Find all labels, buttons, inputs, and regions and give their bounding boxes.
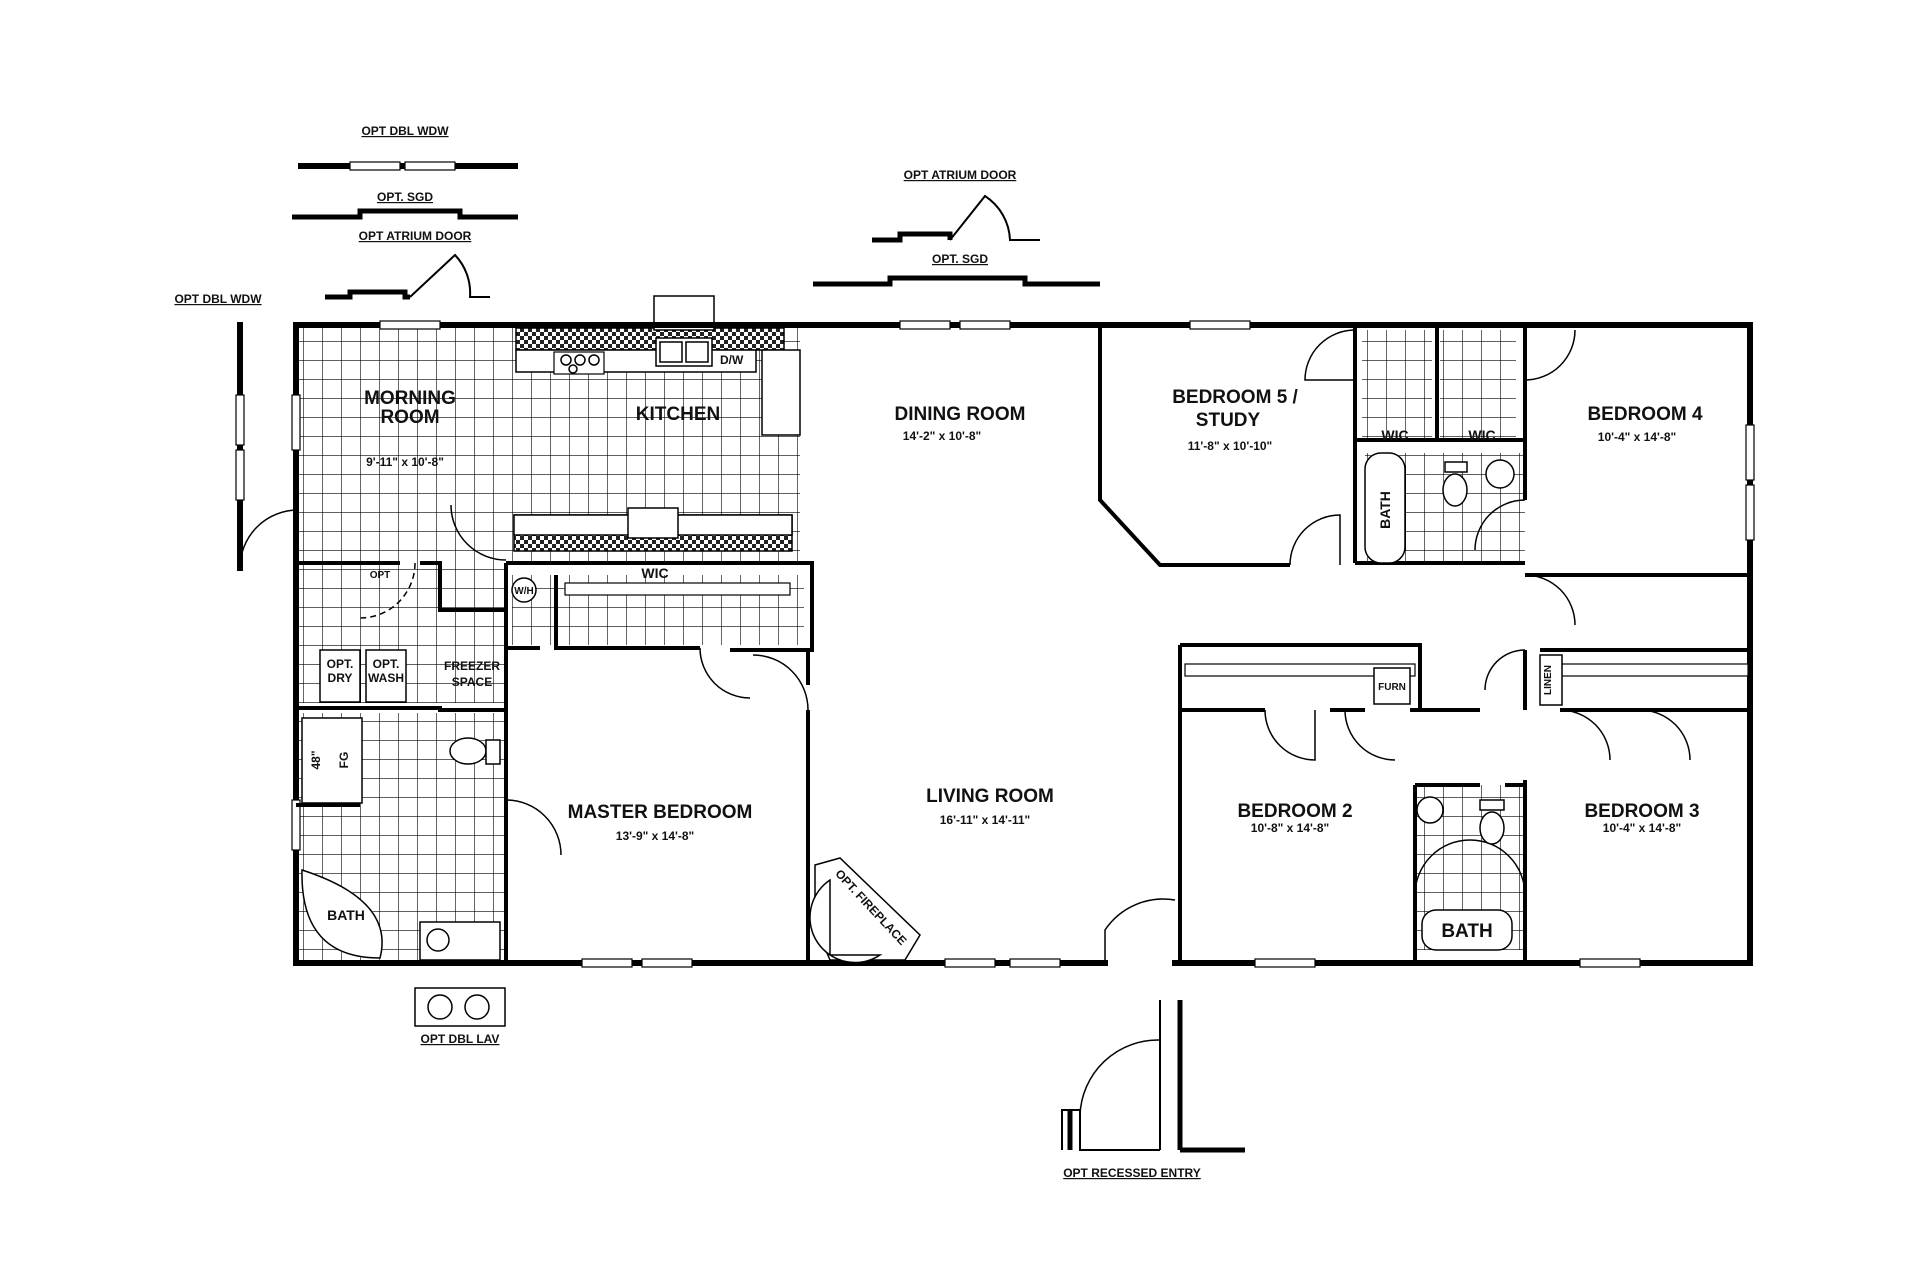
bedroom5-label: BEDROOM 5 / [1172, 387, 1298, 408]
opt-dbl-lav-label: OPT DBL LAV [421, 1032, 500, 1046]
interior-walls [296, 325, 1750, 963]
wic-label-bedroom4: WIC [1468, 427, 1495, 443]
bath-label-hall: BATH [1377, 491, 1393, 529]
morning-room-size: 9'-11" x 10'-8" [366, 455, 444, 469]
freezer-label-2: SPACE [452, 675, 492, 689]
windows [291, 320, 1755, 968]
sink-icon [655, 337, 713, 367]
opt-atrium-door-center-label: OPT ATRIUM DOOR [904, 168, 1017, 182]
opt-sgd-center: OPT. SGD [813, 252, 1100, 287]
bedroom3-label: BEDROOM 3 [1584, 801, 1699, 822]
opt-dbl-wdw-top: OPT DBL WDW [298, 124, 518, 171]
opt-sgd-left: OPT. SGD [292, 190, 518, 220]
bedroom5-size: 11'-8" x 10'-10" [1188, 439, 1272, 453]
morning-room-label: MORNING [364, 388, 456, 409]
dining-room-size: 14'-2" x 10'-8" [903, 429, 981, 443]
opt-dbl-wdw-top-label: OPT DBL WDW [361, 124, 449, 138]
furnace-label: FURN [1378, 682, 1406, 693]
opt-dbl-lav: OPT DBL LAV [414, 987, 506, 1046]
opt-dbl-wdw-left-label: OPT DBL WDW [174, 292, 262, 306]
shower-size-label: 48" [309, 750, 323, 769]
opt-recessed-entry: OPT RECESSED ENTRY [1061, 1000, 1245, 1180]
opt-sgd-center-label: OPT. SGD [932, 252, 988, 266]
bath-label-bedroom2: BATH [1441, 921, 1492, 942]
range-icon [553, 351, 605, 375]
opt-recessed-entry-label: OPT RECESSED ENTRY [1063, 1166, 1201, 1180]
morning-room-label-2: ROOM [380, 407, 439, 428]
fireplace-icon [809, 857, 921, 964]
bedroom4-size: 10'-4" x 14'-8" [1598, 430, 1676, 444]
master-bedroom-size: 13'-9" x 14'-8" [616, 829, 694, 843]
bedroom5-label-2: STUDY [1196, 410, 1261, 431]
opt-dbl-wdw-left: OPT DBL WDW [174, 292, 262, 540]
bedroom2-label: BEDROOM 2 [1237, 801, 1352, 822]
living-room-label: LIVING ROOM [926, 786, 1054, 807]
living-room-size: 16'-11" x 14'-11" [940, 813, 1031, 827]
opt-label: OPT [370, 570, 391, 581]
opt-wash-label-2: WASH [368, 671, 404, 685]
master-bedroom-label: MASTER BEDROOM [568, 802, 753, 823]
fixtures [301, 452, 1563, 961]
bedroom3-size: 10'-4" x 14'-8" [1603, 821, 1681, 835]
bedroom4-label: BEDROOM 4 [1587, 404, 1703, 425]
opt-atrium-door-left-label: OPT ATRIUM DOOR [359, 229, 472, 243]
bedroom2-size: 10'-8" x 14'-8" [1251, 821, 1329, 835]
opt-dry-label-2: DRY [328, 671, 353, 685]
water-heater-label: W/H [514, 586, 533, 597]
dishwasher-label: D/W [720, 353, 744, 367]
linen-label: LINEN [1543, 665, 1554, 695]
freezer-label: FREEZER [444, 659, 500, 673]
opt-dry-label: OPT. [327, 657, 354, 671]
bath-label-master: BATH [327, 907, 365, 923]
wic-label-bedroom5: WIC [1381, 427, 1408, 443]
shower-fg-label: FG [337, 752, 351, 769]
opt-atrium-door-left: OPT ATRIUM DOOR [325, 229, 490, 300]
opt-wash-label: OPT. [373, 657, 400, 671]
closet-shelves [564, 582, 1749, 677]
doors [239, 329, 1691, 963]
opt-sgd-left-label: OPT. SGD [377, 190, 433, 204]
wic-label-kitchen: WIC [641, 565, 668, 581]
kitchen-label: KITCHEN [636, 404, 720, 425]
dining-room-label: DINING ROOM [895, 404, 1026, 425]
opt-atrium-door-center: OPT ATRIUM DOOR [872, 168, 1040, 243]
